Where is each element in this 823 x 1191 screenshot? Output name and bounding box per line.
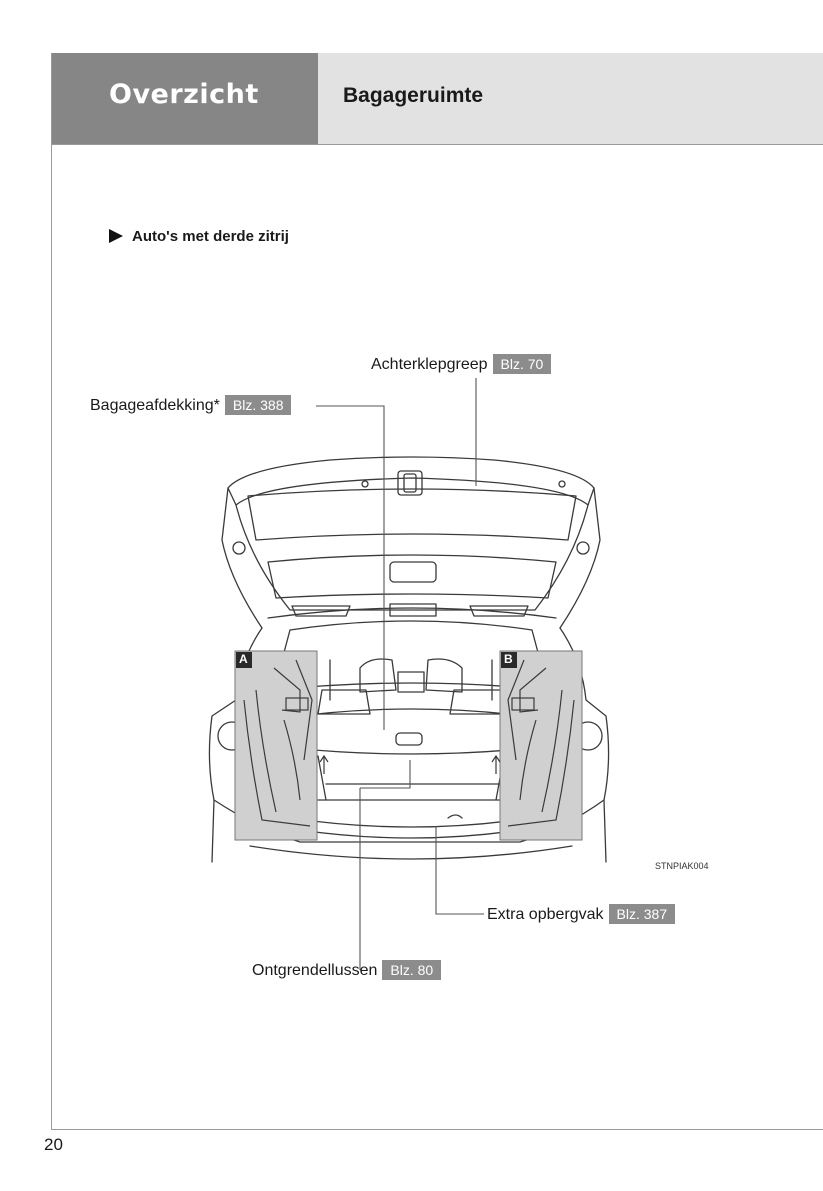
inset-label-a: A — [239, 652, 248, 666]
callout-label: Achterklepgreep — [371, 356, 488, 373]
triangle-bullet-icon — [109, 229, 123, 243]
page-reference-link[interactable]: Blz. 70 — [492, 354, 552, 374]
inset-label-b: B — [504, 652, 513, 666]
page-reference-link[interactable]: Blz. 388 — [224, 395, 292, 415]
page-frame-left — [51, 53, 52, 1130]
page-reference-link[interactable]: Blz. 387 — [608, 904, 676, 924]
page-frame-bottom — [51, 1129, 823, 1130]
page-reference-link[interactable]: Blz. 80 — [382, 960, 442, 980]
page-header: Overzicht Bagageruimte — [52, 53, 823, 145]
callout-label: Bagageafdekking* — [90, 397, 220, 414]
page-number: 20 — [44, 1135, 63, 1154]
inset-a — [234, 650, 318, 841]
callout-label: Extra opbergvak — [487, 906, 604, 923]
inset-b — [499, 650, 583, 841]
callout-tonneau-cover: Bagageafdekking*Blz. 388 — [90, 395, 292, 415]
topic-title: Bagageruimte — [343, 84, 484, 107]
section-tab: Overzicht — [52, 53, 318, 144]
topic-bar: Bagageruimte — [318, 53, 823, 144]
section-title: Overzicht — [109, 79, 259, 110]
subheading-text: Auto's met derde zitrij — [132, 228, 289, 245]
subheading: Auto's met derde zitrij — [109, 228, 289, 245]
figure-code: STNPIAK004 — [655, 861, 709, 871]
callout-label: Ontgrendellussen — [252, 962, 378, 979]
